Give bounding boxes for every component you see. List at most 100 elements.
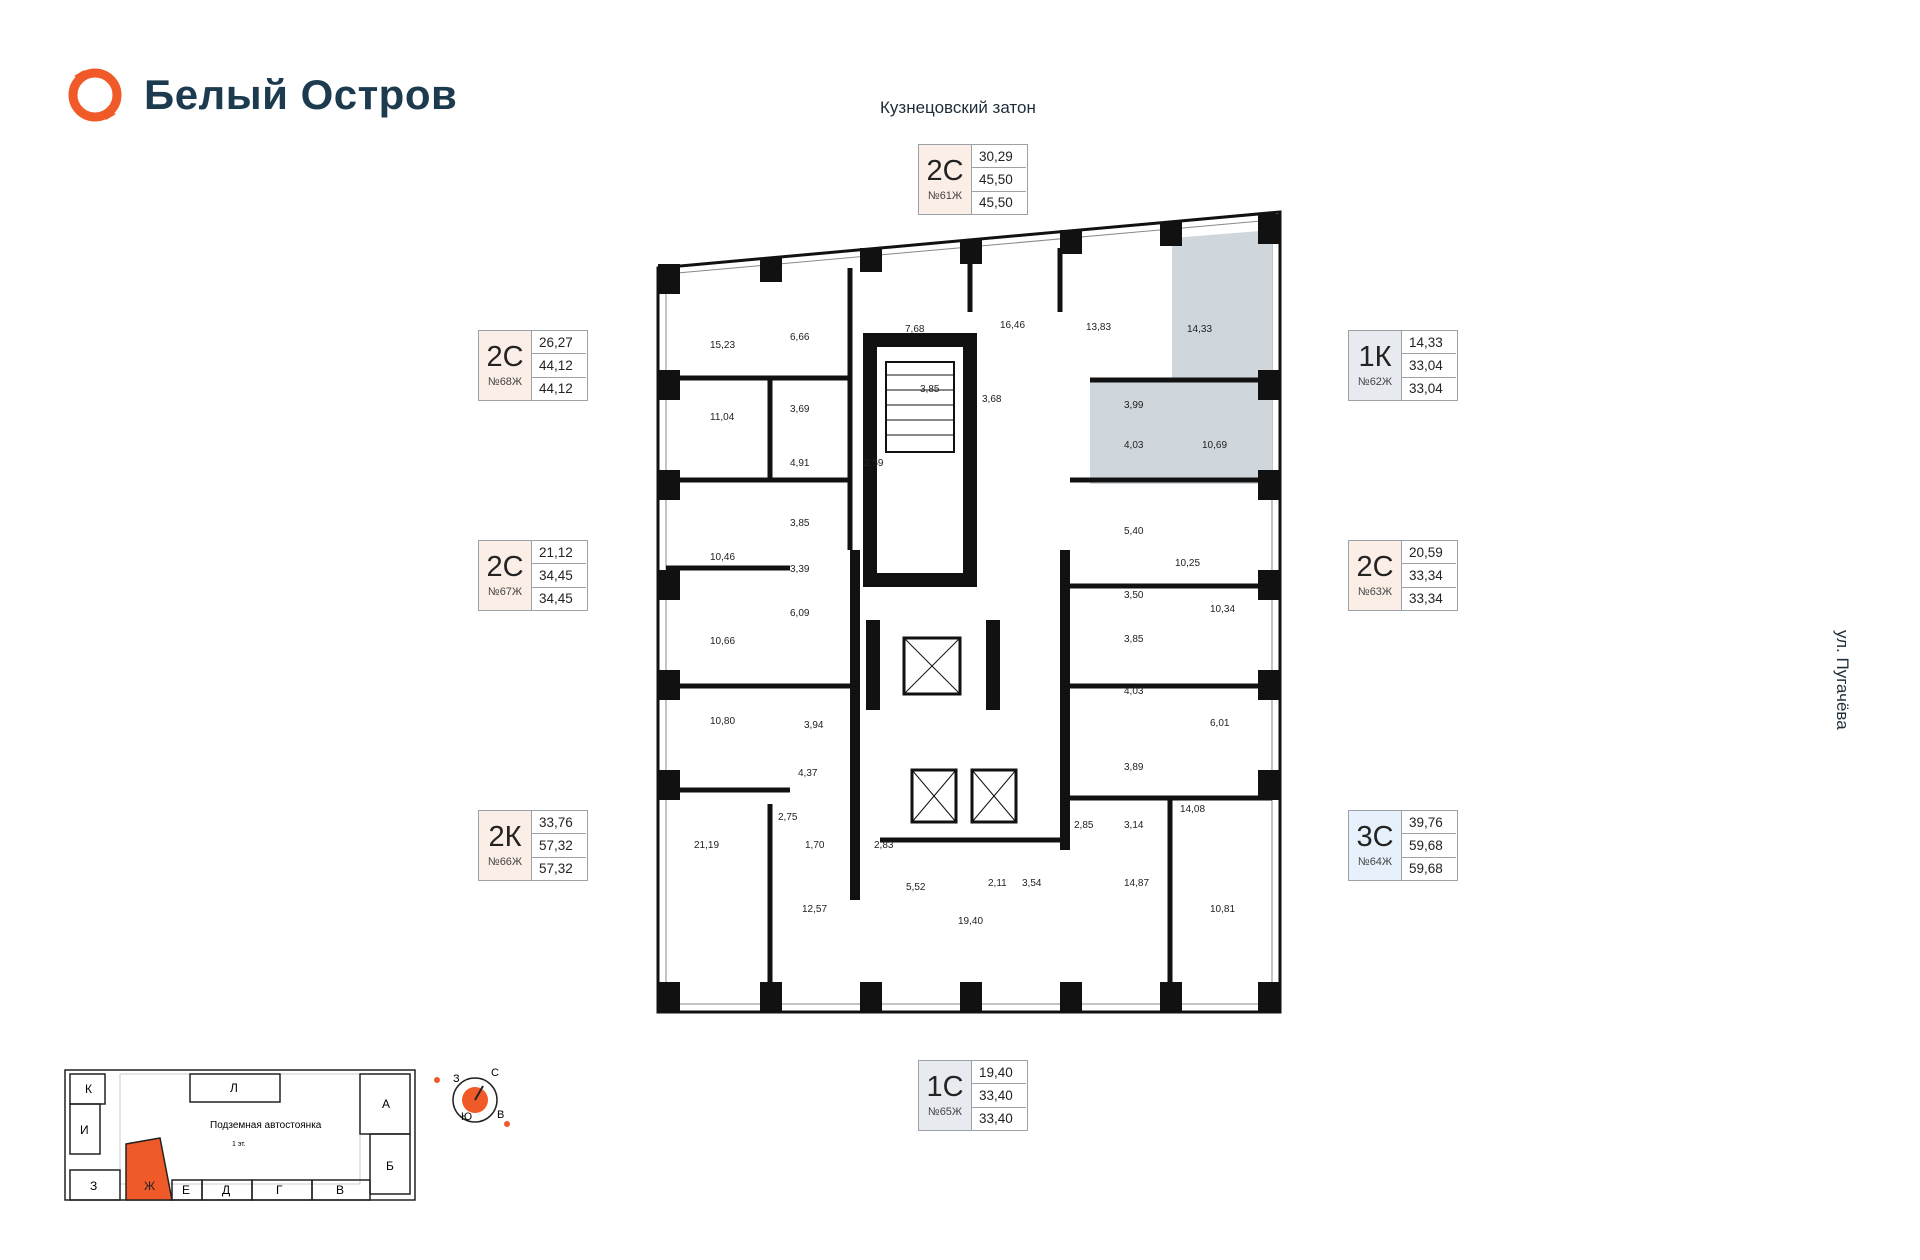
room-area: 6,09 — [790, 608, 810, 619]
apartment-type: 3С — [1356, 821, 1394, 853]
total-area-balcony: 45,50 — [979, 195, 1013, 211]
section-З[interactable] — [69, 1169, 121, 1201]
apartment-type: 2С — [486, 551, 524, 583]
section-Л[interactable] — [189, 1073, 281, 1103]
total-area-balcony: 33,40 — [979, 1111, 1013, 1127]
section-label: И — [80, 1123, 89, 1137]
total-area: 33,40 — [972, 1084, 1026, 1108]
room-area: 3,39 — [790, 564, 810, 575]
room-area: 2,11 — [988, 878, 1007, 889]
apartment-type: 2С — [926, 155, 964, 187]
total-area-balcony: 59,68 — [1409, 861, 1443, 877]
section-label: Б — [386, 1159, 394, 1173]
total-area-balcony: 44,12 — [539, 381, 573, 397]
logo-text: Белый Остров — [144, 71, 458, 118]
section-И[interactable] — [69, 1103, 101, 1155]
building-core — [850, 333, 1070, 900]
section-label: В — [336, 1183, 344, 1197]
logo: Белый Остров — [64, 64, 457, 126]
living-area: 20,59 — [1402, 541, 1456, 565]
apartment-type: 2С — [1356, 551, 1394, 583]
living-area: 39,76 — [1402, 811, 1456, 835]
room-area: 2,75 — [778, 812, 798, 823]
room-area: 10,66 — [710, 636, 735, 647]
room-area: 10,81 — [1210, 904, 1235, 915]
section-В[interactable] — [311, 1179, 371, 1201]
total-area: 45,50 — [972, 168, 1026, 192]
room-area: 10,80 — [710, 716, 735, 727]
room-area: 3,69 — [790, 404, 810, 415]
room-area: 5,52 — [906, 882, 926, 893]
room-area: 10,25 — [1175, 558, 1200, 569]
living-area: 14,33 — [1402, 331, 1456, 355]
room-area: 11,04 — [710, 412, 735, 423]
section-Б[interactable] — [369, 1133, 411, 1195]
room-area: 15,23 — [710, 340, 735, 351]
compass-south: Ю — [461, 1111, 472, 1123]
section-label: З — [90, 1179, 97, 1193]
room-area: 7,68 — [905, 324, 925, 335]
apartment-number: №67Ж — [487, 586, 523, 598]
apartment-number: №62Ж — [1357, 376, 1393, 388]
parking-level: 1 эт. — [232, 1141, 246, 1148]
compass-west: З — [453, 1073, 460, 1085]
ring-logo-icon — [68, 68, 122, 122]
parking-title: Подземная автостоянка — [210, 1120, 322, 1131]
compass-icon: С Ю З В — [434, 1067, 510, 1127]
room-area: 5,40 — [1124, 526, 1144, 537]
room-area: 14,33 — [1187, 324, 1212, 335]
room-area: 10,46 — [710, 552, 735, 563]
living-area: 21,12 — [532, 541, 586, 565]
street-top-label: Кузнецовский затон — [880, 98, 1036, 117]
apartment-type: 2К — [488, 821, 522, 853]
living-area: 19,40 — [972, 1061, 1026, 1085]
room-area: 3,94 — [804, 720, 824, 731]
total-area: 44,12 — [532, 354, 586, 378]
section-label: Г — [276, 1183, 283, 1197]
living-area: 30,29 — [972, 145, 1026, 169]
total-area: 59,68 — [1402, 834, 1456, 858]
living-area: 33,76 — [532, 811, 586, 835]
room-area-labels: 15,23 6,66 7,68 16,46 13,83 14,33 3,69 3… — [694, 320, 1235, 927]
highlighted-apartment-62[interactable] — [1090, 230, 1272, 484]
apartment-number: №68Ж — [487, 376, 523, 388]
apartment-number: №61Ж — [927, 190, 963, 202]
room-area: 6,66 — [790, 332, 810, 343]
room-area: 4,03 — [1124, 440, 1144, 451]
room-area: 3,85 — [790, 518, 810, 529]
total-area: 57,32 — [532, 834, 586, 858]
room-area: 16,46 — [1000, 320, 1025, 331]
room-area: 3,85 — [920, 384, 940, 395]
room-area: 3,85 — [1124, 634, 1144, 645]
room-area: 4,91 — [790, 458, 810, 469]
room-area: 1,70 — [805, 840, 825, 851]
apartment-type: 2С — [486, 341, 524, 373]
room-area: 2,85 — [1074, 820, 1094, 831]
room-area: 3,50 — [1124, 590, 1144, 601]
compass-north: С — [491, 1067, 499, 1079]
section-label: Л — [230, 1081, 238, 1095]
apartment-number: №63Ж — [1357, 586, 1393, 598]
room-area: 10,34 — [1210, 604, 1235, 615]
apartment-number: №64Ж — [1357, 856, 1393, 868]
compass-east: В — [497, 1109, 504, 1121]
total-area-balcony: 33,04 — [1409, 381, 1443, 397]
apartment-number: №66Ж — [487, 856, 523, 868]
total-area: 33,34 — [1402, 564, 1456, 588]
total-area-balcony: 34,45 — [539, 591, 573, 607]
room-area: 19,40 — [958, 916, 983, 927]
room-area: 3,99 — [1124, 400, 1144, 411]
total-area-balcony: 57,32 — [539, 861, 573, 877]
room-area: 4,37 — [798, 768, 818, 779]
section-label: Е — [182, 1183, 190, 1197]
apartment-number: №65Ж — [927, 1106, 963, 1118]
site-map: К Л А И Б З Ж Е Д Г В Подземная автостоя… — [64, 1069, 416, 1201]
